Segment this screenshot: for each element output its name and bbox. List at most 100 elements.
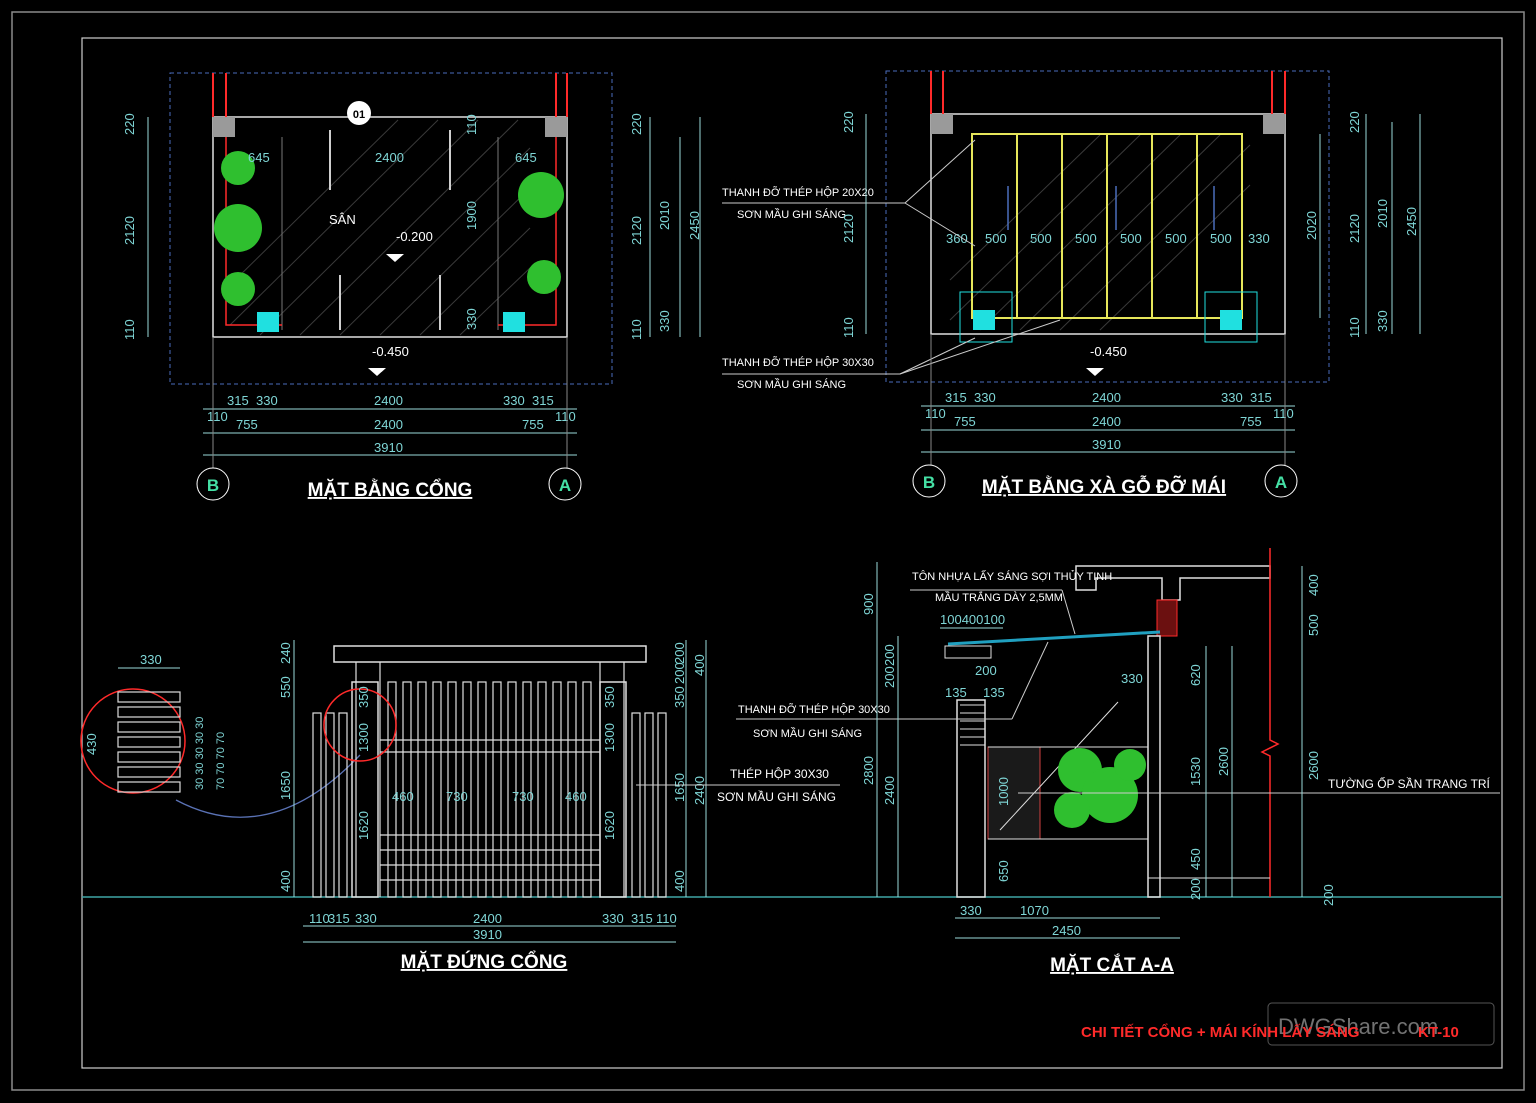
dim-label: 2120 [629, 216, 644, 245]
note-text: SƠN MẦU GHI SÁNG [753, 727, 862, 740]
dim-label: 315 [1250, 390, 1272, 405]
note-text: MẦU TRẮNG DÀY 2,5MM [935, 591, 1063, 604]
grid-bubble [548, 467, 582, 501]
section-post-left [956, 699, 986, 898]
plan-roof-outline [930, 113, 1286, 335]
roof-sheet [947, 630, 1161, 646]
dim-label: 350 [672, 686, 687, 708]
dim-stack-label: 30 30 30 30 30 [194, 717, 206, 790]
plan-gate: 01 SÂN -0.200 -0.450 645 2400 645 220 21… [122, 72, 702, 501]
plant-icon [1054, 792, 1090, 828]
dim-label: 315 [945, 390, 967, 405]
watermark-box [1267, 1002, 1495, 1046]
dim-label: 460 [392, 789, 414, 804]
level-outside: -0.450 [1090, 344, 1127, 359]
level-outside: -0.450 [372, 344, 409, 359]
dim-label: 2020 [1304, 211, 1319, 240]
dim-label: 755 [954, 414, 976, 429]
dim-label: 330 [140, 652, 162, 667]
dim-label: 1900 [464, 201, 479, 230]
dim-label: 2400 [374, 417, 403, 432]
dim-label: 2120 [841, 214, 856, 243]
dim-label: 360 [946, 231, 968, 246]
dim-label: 2400 [374, 393, 403, 408]
dim-label: 500 [1030, 231, 1052, 246]
plan-roof: 360 500 500 500 500 500 500 330 THANH ĐỠ… [722, 70, 1421, 498]
dim-label: 200 [882, 666, 897, 688]
dim-label: 350 [602, 686, 617, 708]
dim-label: 200 [1188, 878, 1203, 900]
dim-label: 330 [256, 393, 278, 408]
dim-label: 645 [248, 150, 270, 165]
dim-label: 500 [1075, 231, 1097, 246]
detail-callout [80, 688, 186, 794]
dim-label: 330 [657, 310, 672, 332]
dim-label: 315 [631, 911, 653, 926]
dim-label: 330 [503, 393, 525, 408]
level-inside: -0.200 [396, 229, 433, 244]
dim-label: 730 [446, 789, 468, 804]
dim-label: 135 [945, 685, 967, 700]
dim-label: 220 [841, 111, 856, 133]
note-text: SƠN MẦU GHI SÁNG [717, 789, 836, 804]
dim-label: 500 [1165, 231, 1187, 246]
dim-label: 2400 [473, 911, 502, 926]
dim-label: 330 [960, 903, 982, 918]
light-box-icon [1220, 310, 1242, 330]
dim-label: 110 [555, 409, 576, 424]
dim-label: 110 [1273, 406, 1294, 421]
dim-label: 500 [1306, 614, 1321, 636]
plant-icon [518, 172, 564, 218]
dim-label: 330 [1248, 231, 1270, 246]
dim-label: 450 [1188, 848, 1203, 870]
section-aa: TÔN NHỰA LẤY SÁNG SỢI THỦY TINH MẦU TRẮN… [736, 548, 1500, 976]
dim-label: 200 [882, 644, 897, 666]
dim-label: 2120 [122, 216, 137, 245]
grid-bubble [1264, 464, 1298, 498]
dim-label: 330 [355, 911, 377, 926]
pillar-right [599, 681, 627, 898]
dim-label: 330 [1221, 390, 1243, 405]
sheet-outer-border [11, 11, 1525, 1091]
dim-label: 2450 [1404, 207, 1419, 236]
dim-label: 2450 [1052, 923, 1081, 938]
dim-label: 200 [672, 642, 687, 664]
dim-stack-label: 70 70 70 70 [215, 732, 227, 790]
grid-bubble [196, 467, 230, 501]
view-title: MẶT CẮT A-A [1050, 954, 1174, 976]
plant-icon [221, 151, 255, 185]
note-text: THANH ĐỠ THÉP HỘP 30X30 [722, 356, 874, 369]
dim-label: 330 [974, 390, 996, 405]
light-box-icon [257, 312, 279, 332]
dim-label: 330 [464, 308, 479, 330]
dim-label: 2010 [657, 201, 672, 230]
plant-icon [527, 260, 561, 294]
dim-label: 2400 [692, 776, 707, 805]
dim-label: 2400 [882, 776, 897, 805]
sheet-title: CHI TIẾT CỔNG + MÁI KÍNH LẤY SÁNG [1081, 1023, 1360, 1041]
dim-label: 2450 [687, 211, 702, 240]
dim-label: 315 [532, 393, 554, 408]
elevation-gate: 330 430 30 30 30 30 30 70 70 70 70 [80, 640, 1502, 973]
dim-label: 645 [515, 150, 537, 165]
dim-label: 620 [1188, 664, 1203, 686]
dim-label: 755 [1240, 414, 1262, 429]
grid-bubble-label: B [923, 473, 935, 492]
note-text: THANH ĐỠ THÉP HỘP 20X20 [722, 186, 874, 199]
dim-label: 1530 [1188, 757, 1203, 786]
note-text: THANH ĐỠ THÉP HỘP 30X30 [738, 703, 890, 716]
dim-label: 220 [1347, 111, 1362, 133]
dim-label: 110 [207, 409, 228, 424]
dim-label: 3910 [374, 440, 403, 455]
note-text: TÔN NHỰA LẤY SÁNG SỢI THỦY TINH [912, 570, 1112, 583]
view-title: MẶT BẰNG CỔNG [308, 479, 473, 501]
dim-label: 1620 [356, 811, 371, 840]
dim-label: 110 [122, 319, 137, 340]
plant-icon [1082, 767, 1138, 823]
dim-label: 240 [278, 642, 293, 664]
dim-label: 2600 [1306, 751, 1321, 780]
dim-label: 2400 [1092, 414, 1121, 429]
dim-label: 200 [672, 662, 687, 684]
dim-label: 110 [925, 406, 946, 421]
